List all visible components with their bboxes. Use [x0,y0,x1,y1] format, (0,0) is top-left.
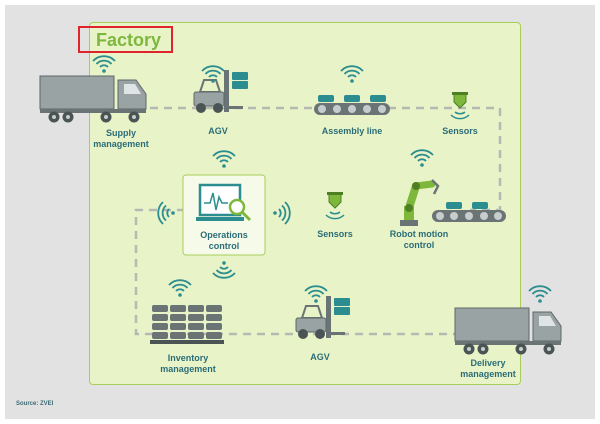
ops-wifi-bottom-icon [212,260,236,279]
delivery-management-text: Delivery management [460,358,516,379]
factory-title: Factory [96,30,162,50]
sensors-top-icon [450,91,470,120]
robot-motion-control-text: Robot motion control [389,229,449,250]
inventory-pallet-stack-icon [150,305,224,344]
source-note: Source: ZVEI [16,401,54,407]
ops-wifi-left-icon [157,201,176,225]
highlight-box [78,26,173,53]
inventory-management-label: Inventory management [150,353,226,375]
assembly-line-conveyor-icon [314,95,390,115]
assembly-line-label: Assembly line [321,126,383,136]
inventory-management-text: Inventory management [160,353,216,374]
sensors-mid-icon [325,191,345,220]
robot-arm-icon [400,179,440,226]
agv-bottom-forklift-icon [295,295,351,340]
agv-top-forklift-icon [193,69,249,114]
sensors-mid-label: Sensors [317,229,353,239]
delivery-truck-icon [454,307,562,355]
agv-bottom-wifi-icon [304,285,328,304]
agv-bottom-label: AGV [310,352,330,362]
supply-truck-icon [39,75,147,123]
supply-management-text: Supply management [93,128,149,149]
ops-wifi-top-icon [212,150,236,169]
ops-wifi-right-icon [272,201,291,225]
supply-wifi-icon [92,55,116,74]
assembly-wifi-icon [340,65,364,84]
operations-control-text: Operations control [200,230,248,251]
robot-wifi-icon [410,149,434,168]
robot-conveyor-icon [432,202,506,222]
delivery-management-label: Delivery management [450,358,526,380]
inventory-wifi-icon [168,279,192,298]
delivery-wifi-icon [528,285,552,304]
sensors-top-label: Sensors [442,126,478,136]
operations-control-label: Operations control [188,230,260,252]
monitor-icon [196,183,252,222]
robot-motion-control-label: Robot motion control [380,229,458,251]
agv-top-label: AGV [208,126,228,136]
supply-management-label: Supply management [86,128,156,150]
